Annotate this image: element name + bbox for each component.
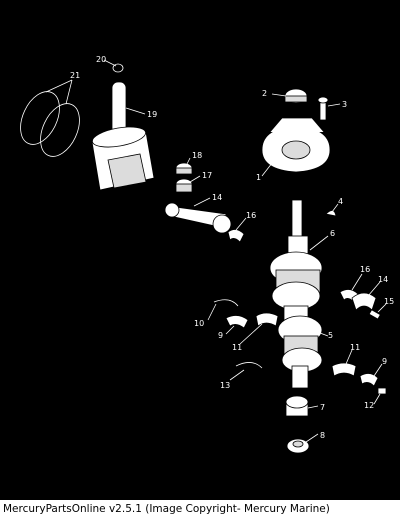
callout-5: 5: [328, 331, 333, 340]
exploded-parts-diagram: 20 21 19 18 17 14 16 2 3 1 4 6 16 14 15 …: [0, 0, 400, 500]
rod-cap: [351, 292, 377, 311]
bearing-half-left: [225, 315, 249, 329]
oil-seal-top: [284, 88, 308, 104]
callout-8: 8: [320, 431, 325, 440]
rod-bearing-upper: [227, 229, 245, 243]
bearing-cage-right: [331, 362, 357, 377]
callout-18: 18: [192, 151, 202, 160]
piston-rings: [20, 91, 80, 157]
callout-7: 7: [320, 403, 325, 412]
callout-19: 19: [147, 110, 157, 119]
needle-bearing: [175, 178, 193, 193]
copyright-caption: MercuryPartsOnline v2.5.1 (Image Copyrig…: [0, 500, 400, 518]
piston-pin-clip: [112, 63, 124, 73]
oil-seal-bottom: [286, 438, 310, 454]
callout-11-right: 11: [350, 343, 360, 352]
needle-bearing-small: [175, 162, 193, 175]
main-bearing-ring-left: [213, 299, 239, 307]
rod-cap-screw: [368, 309, 381, 320]
callout-3: 3: [342, 100, 347, 109]
callout-16-right: 16: [360, 265, 370, 274]
callout-numbers: 20 21 19 18 17 14 16 2 3 1 4 6 16 14 15 …: [70, 55, 394, 440]
callout-21: 21: [70, 71, 80, 80]
callout-15: 15: [384, 297, 394, 306]
woodruff-key: [325, 210, 337, 217]
callout-17: 17: [202, 171, 212, 180]
crankshaft: [269, 199, 323, 389]
callout-14-left: 14: [212, 193, 222, 202]
callout-16-left: 16: [246, 211, 256, 220]
callout-11-left: 11: [232, 343, 242, 352]
connecting-rod: [164, 202, 232, 234]
callout-1: 1: [256, 173, 261, 182]
callout-13: 13: [220, 381, 230, 390]
piston-pin: [111, 81, 127, 135]
bearing-cage-left: [255, 312, 279, 327]
leader-lines: [45, 59, 387, 443]
bearing-ring-lower: [235, 362, 263, 369]
screw-small: [377, 387, 387, 395]
callout-12: 12: [364, 401, 374, 410]
callout-9-right: 9: [382, 357, 387, 366]
callout-14-right: 14: [378, 275, 388, 284]
callout-20: 20: [96, 55, 106, 64]
callout-9-left: 9: [218, 331, 223, 340]
callout-10: 10: [194, 319, 204, 328]
piston: [91, 126, 155, 191]
screw: [317, 96, 329, 121]
callout-6: 6: [330, 229, 335, 238]
upper-end-cap: [261, 117, 331, 173]
callout-4: 4: [338, 197, 343, 206]
bearing-half-right: [359, 373, 379, 387]
lower-ball-bearing: [285, 395, 309, 417]
callout-2: 2: [262, 89, 267, 98]
